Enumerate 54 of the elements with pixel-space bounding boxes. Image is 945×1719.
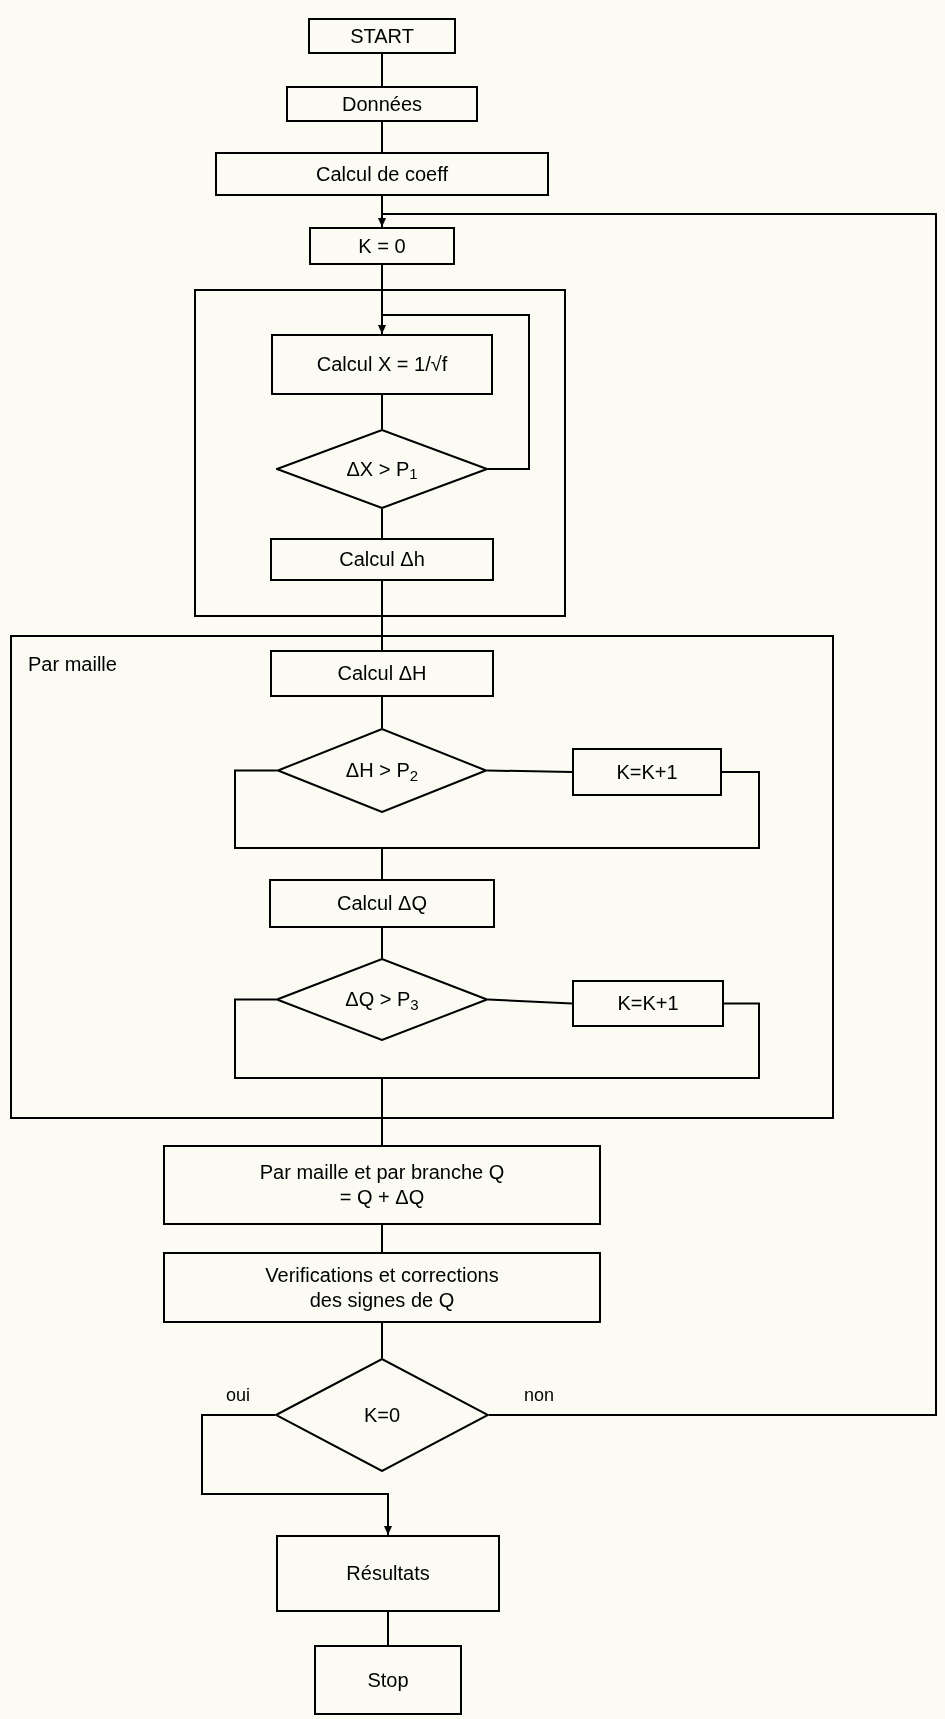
step-text: START	[350, 23, 414, 49]
step-text: Par maille et par branche Q = Q + ΔQ	[259, 1160, 505, 1210]
connector-line	[381, 53, 383, 87]
step-text: Calcul X = 1/√f	[316, 352, 448, 377]
step-text: K=K+1	[616, 759, 678, 785]
condition-text: ΔX > P$_{1}$	[346, 456, 418, 482]
decision-diamond	[276, 958, 488, 1041]
step-text: Données	[341, 91, 423, 117]
arrow	[378, 314, 530, 470]
process-box	[215, 152, 549, 196]
process-box	[271, 334, 493, 395]
process-box	[276, 1535, 500, 1612]
step-text: Calcul ΔH	[337, 661, 427, 686]
step-text: K=K+1	[617, 991, 679, 1016]
step-text: Verifications et corrections des signes de Q	[264, 1262, 500, 1313]
step-text: Calcul Δh	[339, 547, 425, 572]
process-box	[270, 538, 494, 581]
connector-line	[487, 998, 573, 1005]
process-box	[314, 1645, 462, 1715]
condition-text: K=0	[363, 1402, 401, 1428]
process-box	[309, 227, 455, 265]
step-text: Stop	[367, 1667, 409, 1693]
group-frame	[10, 635, 834, 1119]
step-text: Calcul ΔQ	[336, 891, 428, 916]
connector-line	[387, 1611, 389, 1646]
connector-line	[381, 1322, 383, 1359]
process-box	[269, 879, 495, 928]
connector-line	[381, 1224, 383, 1253]
connector-line	[381, 394, 383, 430]
process-box	[286, 86, 478, 122]
process-box	[163, 1145, 601, 1225]
step-text: K = 0	[358, 233, 406, 259]
connector-line	[381, 696, 383, 729]
connector-line	[381, 580, 383, 651]
arrow	[201, 1414, 392, 1536]
process-box	[270, 650, 494, 697]
condition-text: ΔQ > P$_{3}$	[345, 987, 419, 1012]
connector-line	[381, 508, 383, 539]
step-text: Calcul de coeff	[316, 161, 448, 187]
group-heading: Par maille	[28, 652, 117, 677]
process-box	[572, 980, 724, 1027]
process-box	[308, 18, 456, 54]
decision-diamond	[276, 429, 488, 509]
loop-frame	[194, 289, 566, 617]
arrow	[378, 213, 937, 1416]
connector-line	[381, 927, 383, 959]
connector-line	[381, 121, 383, 153]
decision-diamond	[277, 728, 487, 813]
connector-line	[486, 769, 573, 773]
step-text: Résultats	[346, 1561, 430, 1586]
process-box	[163, 1252, 601, 1323]
decision-diamond	[275, 1358, 489, 1472]
process-box	[572, 748, 722, 796]
condition-text: ΔH > P$_{2}$	[345, 758, 419, 783]
